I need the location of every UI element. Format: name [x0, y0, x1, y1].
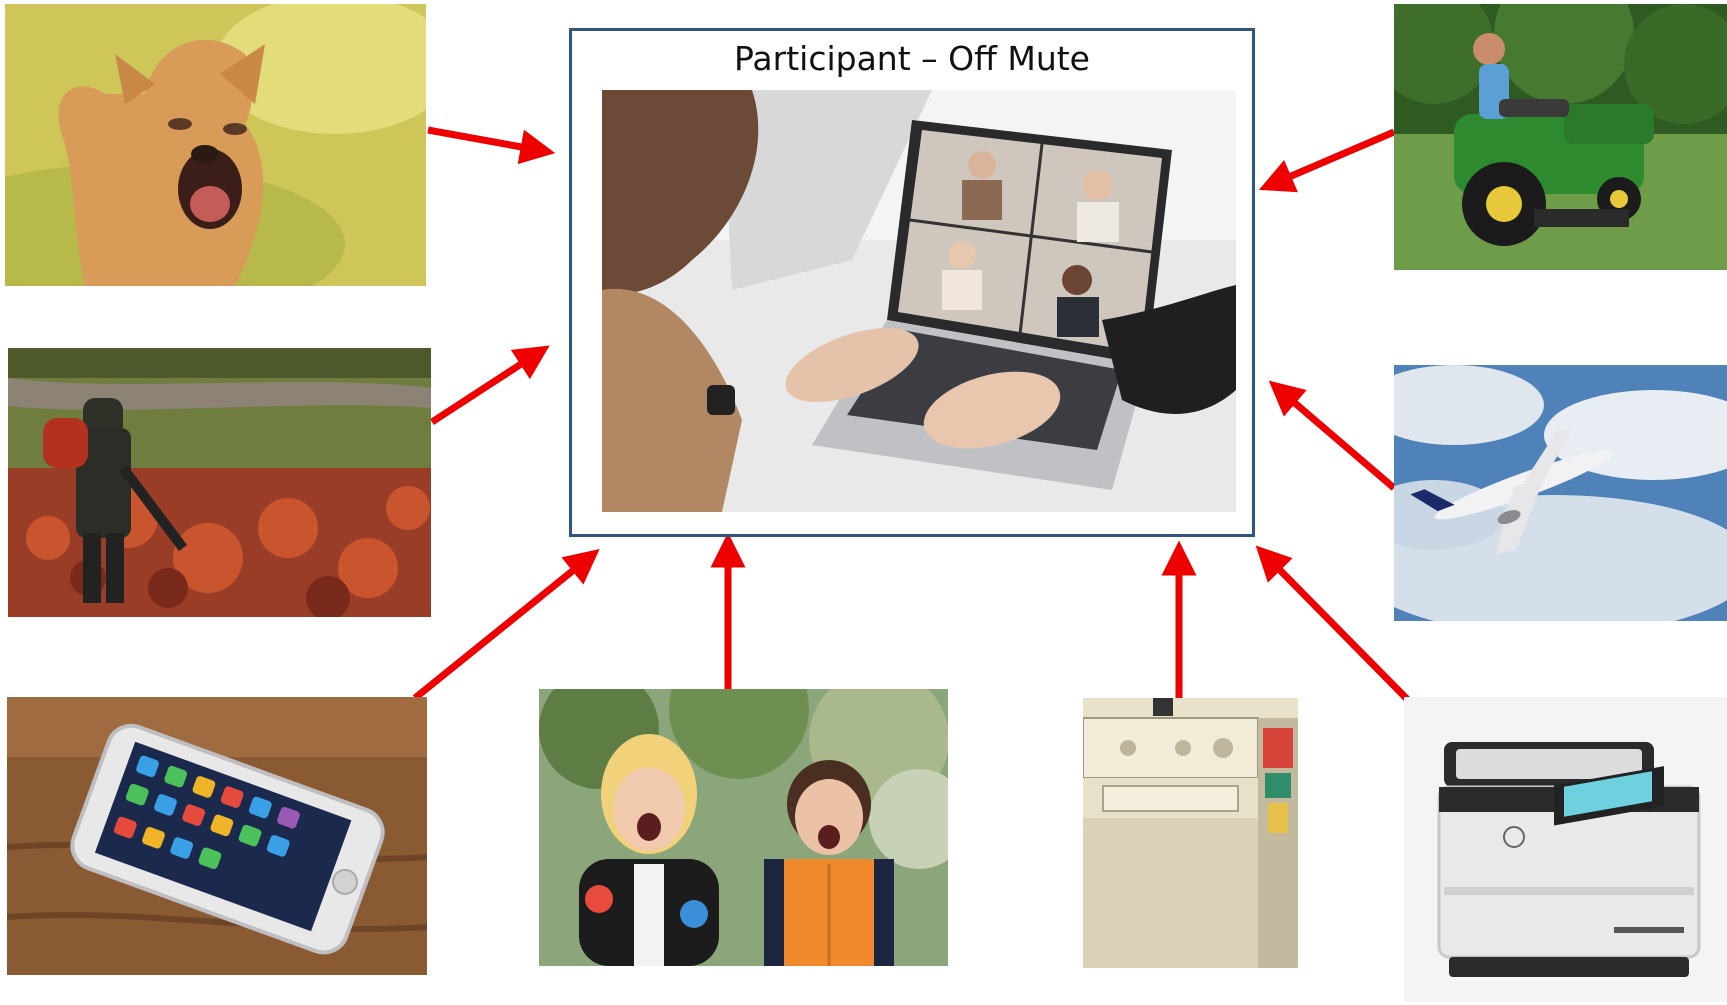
lawn-mower-icon: [1394, 4, 1727, 270]
participant-box: Participant – Off Mute: [569, 28, 1255, 537]
airplane-icon: [1394, 365, 1727, 621]
participant-title: Participant – Off Mute: [734, 39, 1090, 78]
dog-icon: [5, 4, 426, 286]
laptop-video-call-icon: [602, 90, 1236, 512]
arrow-printer: [1255, 545, 1411, 703]
arrow-mower: [1258, 128, 1396, 193]
printer-icon: [1404, 697, 1727, 1002]
arrow-leaf-blower: [430, 345, 550, 425]
arrow-dog: [427, 126, 556, 165]
children-icon: [539, 689, 948, 966]
phone-icon: [7, 697, 427, 975]
arrow-airplane: [1268, 380, 1397, 491]
washer-icon: [1083, 698, 1298, 968]
leaf-blower-icon: [8, 348, 431, 617]
arrow-phone: [412, 549, 600, 701]
